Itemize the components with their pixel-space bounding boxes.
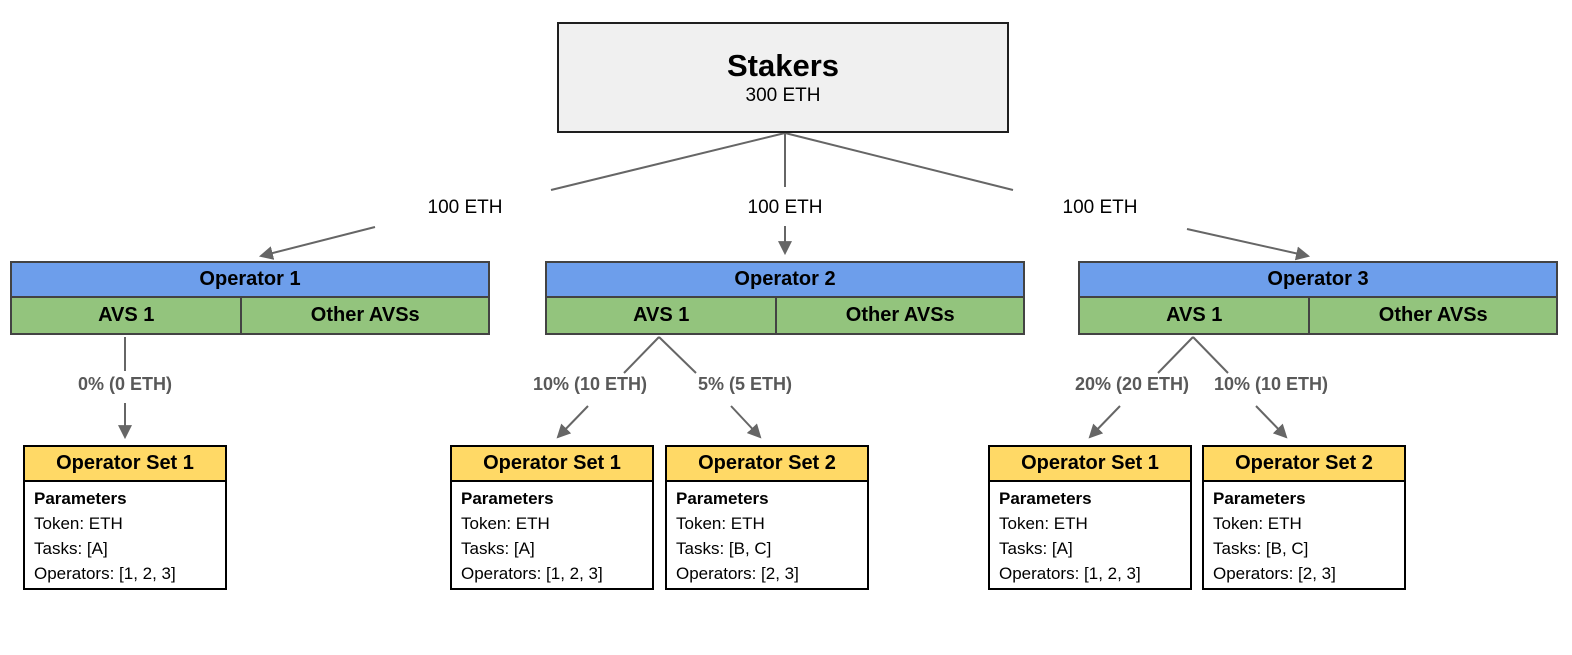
operator-1-table: Operator 1 AVS 1 Other AVSs bbox=[10, 261, 490, 335]
op3-set1-params-heading: Parameters bbox=[999, 489, 1092, 508]
delegation-label-2: 100 ETH bbox=[747, 197, 823, 218]
op3-allocation-label-1: 20% (20 ETH) bbox=[1074, 374, 1190, 394]
op2-set2-tasks: Tasks: [B, C] bbox=[676, 539, 772, 558]
operator-3-avs1-cell: AVS 1 bbox=[1080, 298, 1311, 333]
stakers-fan-left bbox=[550, 132, 786, 191]
op2-operator-set-1-card: Operator Set 1 Parameters Token: ETH Tas… bbox=[450, 445, 654, 590]
op2-alloc-arrow-2 bbox=[730, 405, 762, 439]
op3-set1-tasks: Tasks: [A] bbox=[999, 539, 1073, 558]
operator-2-table: Operator 2 AVS 1 Other AVSs bbox=[545, 261, 1025, 335]
op2-set1-body: Parameters Token: ETH Tasks: [A] Operato… bbox=[452, 482, 652, 586]
stakers-box: Stakers 300 ETH bbox=[557, 22, 1009, 133]
op3-set1-body: Parameters Token: ETH Tasks: [A] Operato… bbox=[990, 482, 1190, 586]
op2-set2-token: Token: ETH bbox=[676, 514, 765, 533]
op2-set2-title: Operator Set 2 bbox=[667, 447, 867, 482]
op1-operator-set-1-card: Operator Set 1 Parameters Token: ETH Tas… bbox=[23, 445, 227, 590]
operator-1-other-avs-cell: Other AVSs bbox=[242, 298, 488, 333]
op3-set2-token: Token: ETH bbox=[1213, 514, 1302, 533]
stakers-title: Stakers bbox=[726, 47, 840, 83]
op2-set1-tasks: Tasks: [A] bbox=[461, 539, 535, 558]
operator-3-other-avs-cell: Other AVSs bbox=[1310, 298, 1556, 333]
op3-operator-set-2-card: Operator Set 2 Parameters Token: ETH Tas… bbox=[1202, 445, 1406, 590]
op1-allocation-label-1: 0% (0 ETH) bbox=[77, 374, 173, 394]
operator-2-avs-row: AVS 1 Other AVSs bbox=[547, 298, 1023, 333]
op1-set1-title: Operator Set 1 bbox=[25, 447, 225, 482]
op2-operator-set-2-card: Operator Set 2 Parameters Token: ETH Tas… bbox=[665, 445, 869, 590]
op3-set1-operators: Operators: [1, 2, 3] bbox=[999, 564, 1141, 583]
stakers-amount: 300 ETH bbox=[745, 84, 821, 106]
op1-set1-body: Parameters Token: ETH Tasks: [A] Operato… bbox=[25, 482, 225, 586]
op3-set2-title: Operator Set 2 bbox=[1204, 447, 1404, 482]
delegation-arrow-operator-3 bbox=[1186, 228, 1311, 261]
op3-set1-token: Token: ETH bbox=[999, 514, 1088, 533]
op2-set1-operators: Operators: [1, 2, 3] bbox=[461, 564, 603, 583]
op1-set1-params-heading: Parameters bbox=[34, 489, 127, 508]
stakers-fan-right bbox=[784, 132, 1014, 191]
op3-avs-fan-right bbox=[1192, 336, 1229, 374]
delegation-arrow-operator-1 bbox=[258, 226, 376, 260]
op2-set1-title: Operator Set 1 bbox=[452, 447, 652, 482]
op2-set2-body: Parameters Token: ETH Tasks: [B, C] Oper… bbox=[667, 482, 867, 586]
delegation-label-3: 100 ETH bbox=[1062, 197, 1138, 218]
operator-2-other-avs-cell: Other AVSs bbox=[777, 298, 1023, 333]
op3-alloc-arrow-2 bbox=[1255, 405, 1288, 439]
operator-3-table: Operator 3 AVS 1 Other AVSs bbox=[1078, 261, 1558, 335]
op2-avs-fan-left bbox=[623, 336, 660, 374]
op3-allocation-label-2: 10% (10 ETH) bbox=[1213, 374, 1329, 394]
op2-allocation-label-1: 10% (10 ETH) bbox=[532, 374, 648, 394]
op2-set1-token: Token: ETH bbox=[461, 514, 550, 533]
op3-alloc-arrow-1 bbox=[1088, 405, 1121, 439]
op2-avs-fan-right bbox=[658, 336, 697, 374]
op2-alloc-arrow-1 bbox=[556, 405, 589, 439]
operator-1-avs-row: AVS 1 Other AVSs bbox=[12, 298, 488, 333]
op3-set2-operators: Operators: [2, 3] bbox=[1213, 564, 1336, 583]
operator-3-header: Operator 3 bbox=[1080, 263, 1556, 298]
operator-1-header: Operator 1 bbox=[12, 263, 488, 298]
operator-1-avs1-cell: AVS 1 bbox=[12, 298, 243, 333]
op3-set1-title: Operator Set 1 bbox=[990, 447, 1190, 482]
op3-set2-tasks: Tasks: [B, C] bbox=[1213, 539, 1309, 558]
op3-set2-params-heading: Parameters bbox=[1213, 489, 1306, 508]
op3-operator-set-1-card: Operator Set 1 Parameters Token: ETH Tas… bbox=[988, 445, 1192, 590]
op3-avs-fan-left bbox=[1157, 336, 1194, 374]
operator-3-avs-row: AVS 1 Other AVSs bbox=[1080, 298, 1556, 333]
delegation-label-1: 100 ETH bbox=[427, 197, 503, 218]
operator-2-header: Operator 2 bbox=[547, 263, 1023, 298]
operator-2-avs1-cell: AVS 1 bbox=[547, 298, 778, 333]
op2-set1-params-heading: Parameters bbox=[461, 489, 554, 508]
op2-set2-operators: Operators: [2, 3] bbox=[676, 564, 799, 583]
op1-set1-operators: Operators: [1, 2, 3] bbox=[34, 564, 176, 583]
op3-set2-body: Parameters Token: ETH Tasks: [B, C] Oper… bbox=[1204, 482, 1404, 586]
op2-allocation-label-2: 5% (5 ETH) bbox=[697, 374, 793, 394]
op1-set1-token: Token: ETH bbox=[34, 514, 123, 533]
op2-set2-params-heading: Parameters bbox=[676, 489, 769, 508]
op1-set1-tasks: Tasks: [A] bbox=[34, 539, 108, 558]
